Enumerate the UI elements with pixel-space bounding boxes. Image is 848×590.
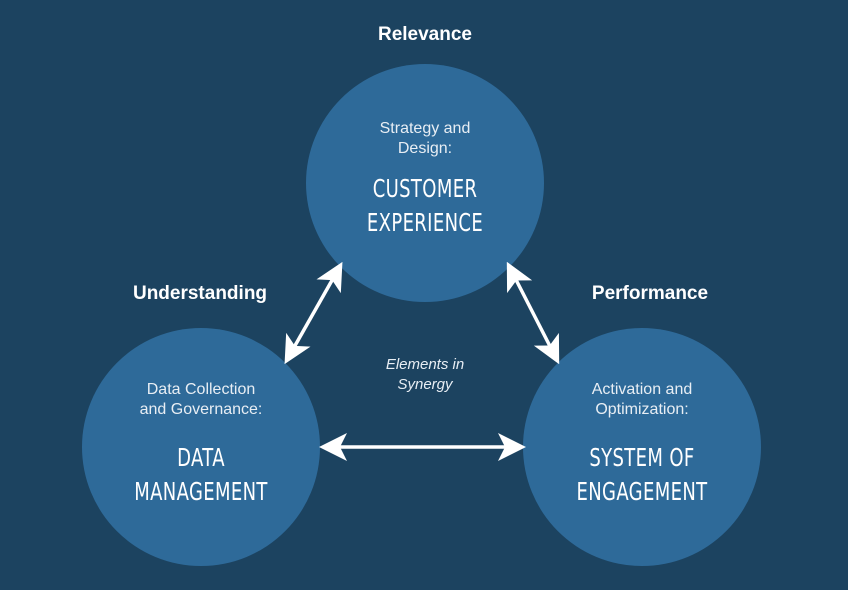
subtitle-line: Design: bbox=[397, 140, 453, 157]
header-performance: Performance bbox=[591, 283, 709, 304]
node-title: CUSTOMER EXPERIENCE bbox=[339, 172, 510, 240]
title-line: CUSTOMER bbox=[372, 174, 478, 203]
subtitle-line: Strategy and bbox=[379, 120, 471, 137]
center-label-line: Elements in bbox=[385, 356, 465, 373]
node-title: DATA MANAGEMENT bbox=[115, 441, 286, 509]
node-system-of-engagement: Activation and Optimization: SYSTEM OF E… bbox=[523, 328, 761, 566]
subtitle-line: and Governance: bbox=[139, 401, 263, 418]
header-relevance: Relevance bbox=[377, 24, 472, 45]
node-customer-experience: Strategy and Design: CUSTOMER EXPERIENCE bbox=[306, 64, 544, 302]
node-title: SYSTEM OF ENGAGEMENT bbox=[556, 441, 727, 509]
header-understanding: Understanding bbox=[132, 283, 268, 304]
title-line: DATA bbox=[177, 443, 225, 472]
center-label: Elements in Synergy bbox=[345, 355, 505, 395]
node-subtitle: Data Collection and Governance: bbox=[82, 380, 320, 420]
subtitle-line: Optimization: bbox=[595, 401, 689, 418]
node-data-management: Data Collection and Governance: DATA MAN… bbox=[82, 328, 320, 566]
node-subtitle: Strategy and Design: bbox=[306, 119, 544, 159]
title-line: ENGAGEMENT bbox=[576, 477, 708, 506]
center-label-line: Synergy bbox=[397, 376, 453, 393]
arrow-top-right bbox=[506, 261, 560, 365]
node-subtitle: Activation and Optimization: bbox=[523, 380, 761, 420]
title-line: EXPERIENCE bbox=[366, 208, 484, 237]
title-line: MANAGEMENT bbox=[134, 477, 268, 506]
subtitle-line: Data Collection bbox=[146, 381, 256, 398]
title-line: SYSTEM OF bbox=[589, 443, 695, 472]
arrow-top-left bbox=[284, 261, 343, 365]
subtitle-line: Activation and bbox=[591, 381, 693, 398]
